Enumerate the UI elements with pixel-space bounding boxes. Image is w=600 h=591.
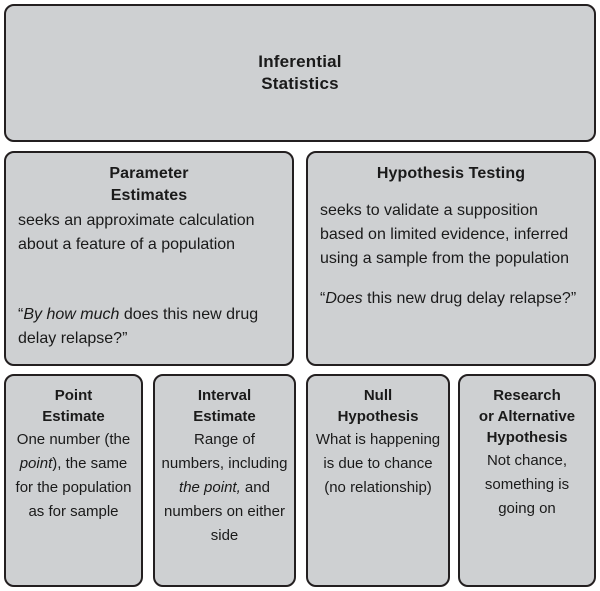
leaf-title-line-1: Null bbox=[363, 387, 393, 404]
leaf-body-part-2: and numbers on either side bbox=[164, 479, 285, 544]
quote-emphasis: Does bbox=[325, 290, 363, 307]
leaf-title-line-2: or Alternative bbox=[478, 408, 576, 425]
leaf-node-title: Interval Estimate bbox=[161, 385, 288, 427]
branch-title-line-1: Parameter bbox=[109, 165, 189, 182]
branch-title-line-2: Estimates bbox=[110, 187, 188, 204]
leaf-node-body: Range of numbers, including the point, a… bbox=[161, 428, 288, 548]
leaf-body-part-1: Range of numbers, including bbox=[161, 431, 288, 472]
root-node-title: Inferential Statistics bbox=[258, 51, 341, 95]
leaf-title-line-2: Estimate bbox=[193, 408, 256, 425]
leaf-title-line-2: Hypothesis bbox=[337, 408, 419, 425]
leaf-body-emphasis: the point, bbox=[179, 479, 241, 496]
branch-node-quote: “Does this new drug delay relapse?” bbox=[320, 287, 582, 311]
leaf-body-part-2: ), the same for the population as for sa… bbox=[15, 455, 132, 520]
root-node-inferential-statistics: Inferential Statistics bbox=[4, 4, 596, 142]
leaf-title-line-1: Research bbox=[493, 387, 561, 404]
leaf-body-emphasis: point bbox=[19, 455, 53, 472]
quote-rest: does this new drug delay relapse? bbox=[18, 306, 259, 347]
quote-open-mark: “ bbox=[18, 306, 24, 323]
quote-close-mark: ” bbox=[570, 290, 577, 307]
leaf-node-body: What is happening is due to chance (no r… bbox=[315, 431, 441, 496]
branch-node-title: Hypothesis Testing bbox=[320, 163, 582, 185]
leaf-node-body: One number (the point), the same for the… bbox=[12, 428, 135, 524]
quote-rest: this new drug delay relapse? bbox=[362, 290, 571, 307]
leaf-title-line-1: Interval bbox=[197, 387, 252, 404]
leaf-node-null-hypothesis: Null Hypothesis What is happening is due… bbox=[306, 374, 450, 587]
quote-open-mark: “ bbox=[320, 290, 326, 307]
root-title-line-1: Inferential bbox=[258, 52, 342, 71]
leaf-title-line-1: Point bbox=[54, 387, 93, 404]
quote-emphasis: By how much bbox=[23, 306, 120, 323]
branch-node-parameter-estimates: Parameter Estimates seeks an approximate… bbox=[4, 151, 294, 366]
leaf-title-line-2: Estimate bbox=[42, 408, 105, 425]
branch-node-body: seeks an approximate calculation about a… bbox=[18, 212, 255, 253]
leaf-node-title: Null Hypothesis bbox=[314, 385, 442, 427]
leaf-node-body: Not chance, something is going on bbox=[484, 452, 570, 517]
branch-node-body: seeks to validate a supposition based on… bbox=[320, 202, 570, 267]
branch-title-line-1: Hypothesis Testing bbox=[376, 165, 526, 182]
branch-node-title: Parameter Estimates bbox=[18, 163, 280, 207]
leaf-title-line-3: Hypothesis bbox=[486, 429, 568, 446]
branch-node-quote: “By how much does this new drug delay re… bbox=[18, 303, 280, 351]
leaf-node-research-alternative-hypothesis: Research or Alternative Hypothesis Not c… bbox=[458, 374, 596, 587]
leaf-body-part-1: One number (the bbox=[16, 431, 131, 448]
root-title-line-2: Statistics bbox=[261, 74, 339, 93]
leaf-node-title: Research or Alternative Hypothesis bbox=[466, 385, 588, 448]
leaf-node-point-estimate: Point Estimate One number (the point), t… bbox=[4, 374, 143, 587]
branch-node-hypothesis-testing: Hypothesis Testing seeks to validate a s… bbox=[306, 151, 596, 366]
quote-close-mark: ” bbox=[122, 330, 128, 347]
leaf-node-title: Point Estimate bbox=[12, 385, 135, 427]
leaf-node-interval-estimate: Interval Estimate Range of numbers, incl… bbox=[153, 374, 296, 587]
